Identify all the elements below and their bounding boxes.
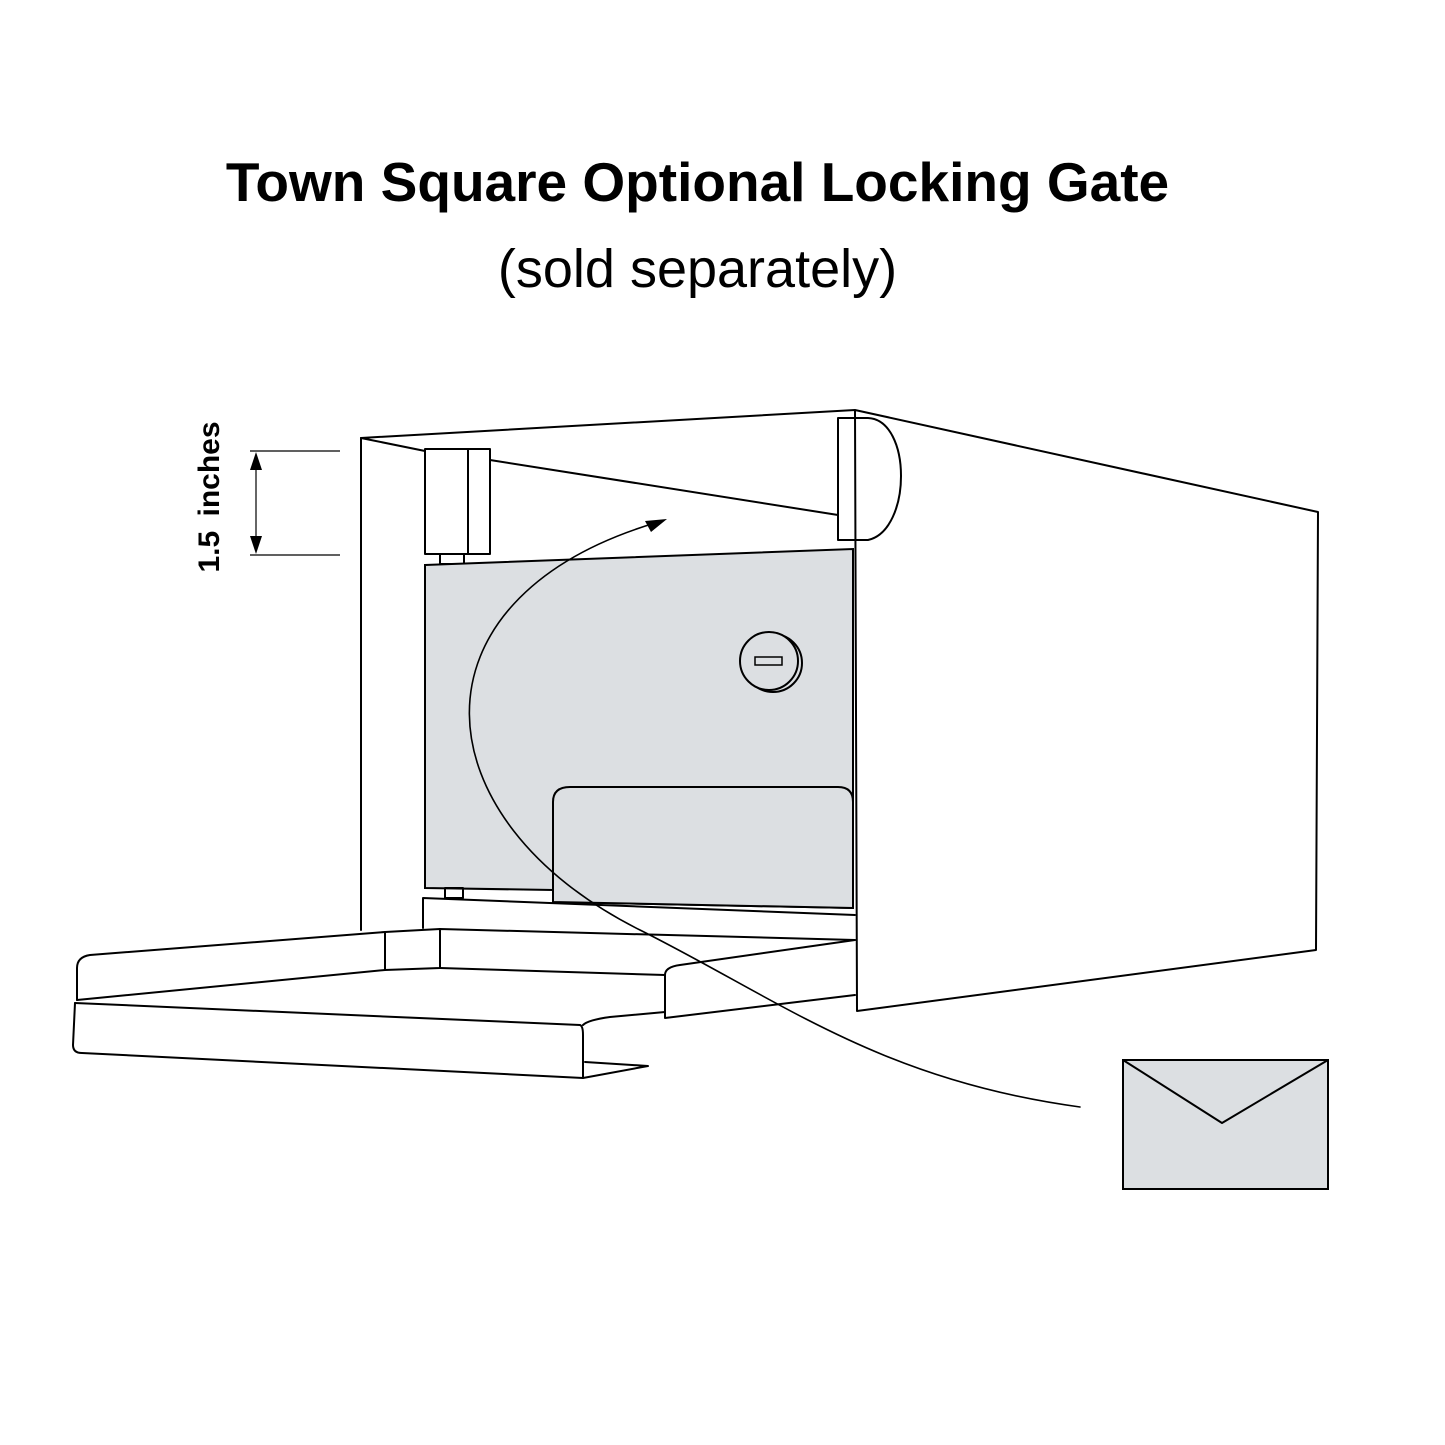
gate-hinge-block: [424, 448, 491, 565]
locking-gate: [422, 547, 856, 929]
mailbox-body: [360, 409, 1319, 1012]
diagram-subtitle: (sold separately): [497, 239, 898, 299]
mailbox-flag: [837, 417, 902, 541]
insert-arrow: [468, 519, 1081, 1108]
lock-icon: [739, 631, 803, 693]
diagram-title: Town Square Optional Locking Gate: [225, 151, 1170, 213]
envelope-icon: [1122, 1059, 1329, 1190]
dimension-label: 1.5 inches: [193, 421, 226, 573]
mailbox-tray: [72, 928, 856, 1079]
dimension-marker: [250, 450, 340, 556]
gate-lower-panel: [552, 786, 854, 910]
